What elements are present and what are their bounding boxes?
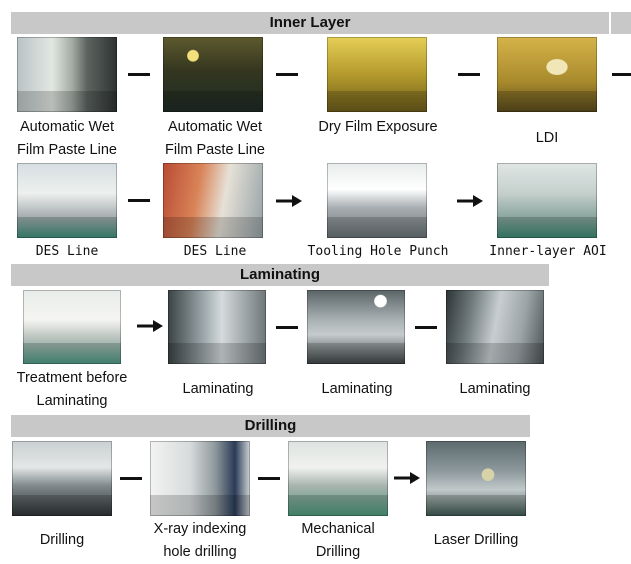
dash-connector — [458, 73, 480, 76]
photo-x-ray-indexing-hole-drilling — [150, 441, 250, 516]
photo-dry-film-exposure — [327, 37, 427, 112]
caption-treatment-before-laminating: Treatment before Laminating — [16, 370, 128, 409]
section-header-inner-layer: Inner Layer — [11, 12, 609, 34]
caption-x-ray-indexing-hole-drilling: X-ray indexing hole drilling — [153, 521, 247, 560]
arrow-right-icon — [137, 320, 163, 332]
photo-drilling — [12, 441, 112, 516]
photo-treatment-before-laminating — [23, 290, 121, 364]
caption-inner-layer-aoi: Inner-layer AOI — [489, 244, 607, 259]
section-title: Drilling — [244, 417, 297, 434]
arrow-right-icon — [394, 472, 420, 484]
dash-connector — [120, 477, 142, 480]
caption-des-line-1: DES Line — [35, 244, 99, 259]
section-header-tab — [611, 12, 631, 34]
photo-wet-film-line-1 — [17, 37, 117, 112]
caption-drilling: Drilling — [39, 532, 85, 548]
photo-inner-layer-aoi — [497, 163, 597, 238]
caption-mechanical-drilling: Mechanical Drilling — [301, 521, 375, 560]
arrow-right-icon — [276, 195, 302, 207]
dash-connector — [415, 326, 437, 329]
dash-connector — [276, 326, 298, 329]
caption-wet-film-line-1: Automatic Wet Film Paste Line — [17, 119, 117, 158]
dash-connector — [276, 73, 298, 76]
dash-connector — [128, 199, 150, 202]
caption-des-line-2: DES Line — [183, 244, 247, 259]
caption-laminating-3: Laminating — [459, 381, 531, 397]
photo-wet-film-line-2 — [163, 37, 263, 112]
dash-connector — [128, 73, 150, 76]
photo-laminating-1 — [168, 290, 266, 364]
photo-des-line-2 — [163, 163, 263, 238]
caption-ldi: LDI — [535, 130, 559, 146]
photo-ldi — [497, 37, 597, 112]
photo-tooling-hole-punch — [327, 163, 427, 238]
arrow-right-icon — [457, 195, 483, 207]
caption-laminating-2: Laminating — [321, 381, 393, 397]
caption-tooling-hole-punch: Tooling Hole Punch — [307, 244, 449, 259]
section-title: Inner Layer — [269, 14, 351, 31]
photo-mechanical-drilling — [288, 441, 388, 516]
section-header-laminating: Laminating — [11, 264, 549, 286]
section-title: Laminating — [239, 266, 320, 283]
section-header-drilling: Drilling — [11, 415, 530, 437]
caption-dry-film-exposure: Dry Film Exposure — [318, 119, 438, 135]
photo-laminating-3 — [446, 290, 544, 364]
photo-laser-drilling — [426, 441, 526, 516]
caption-wet-film-line-2: Automatic Wet Film Paste Line — [165, 119, 265, 158]
dash-connector — [612, 73, 631, 76]
photo-des-line-1 — [17, 163, 117, 238]
caption-laminating-1: Laminating — [182, 381, 254, 397]
dash-connector — [258, 477, 280, 480]
photo-laminating-2 — [307, 290, 405, 364]
caption-laser-drilling: Laser Drilling — [433, 532, 519, 548]
